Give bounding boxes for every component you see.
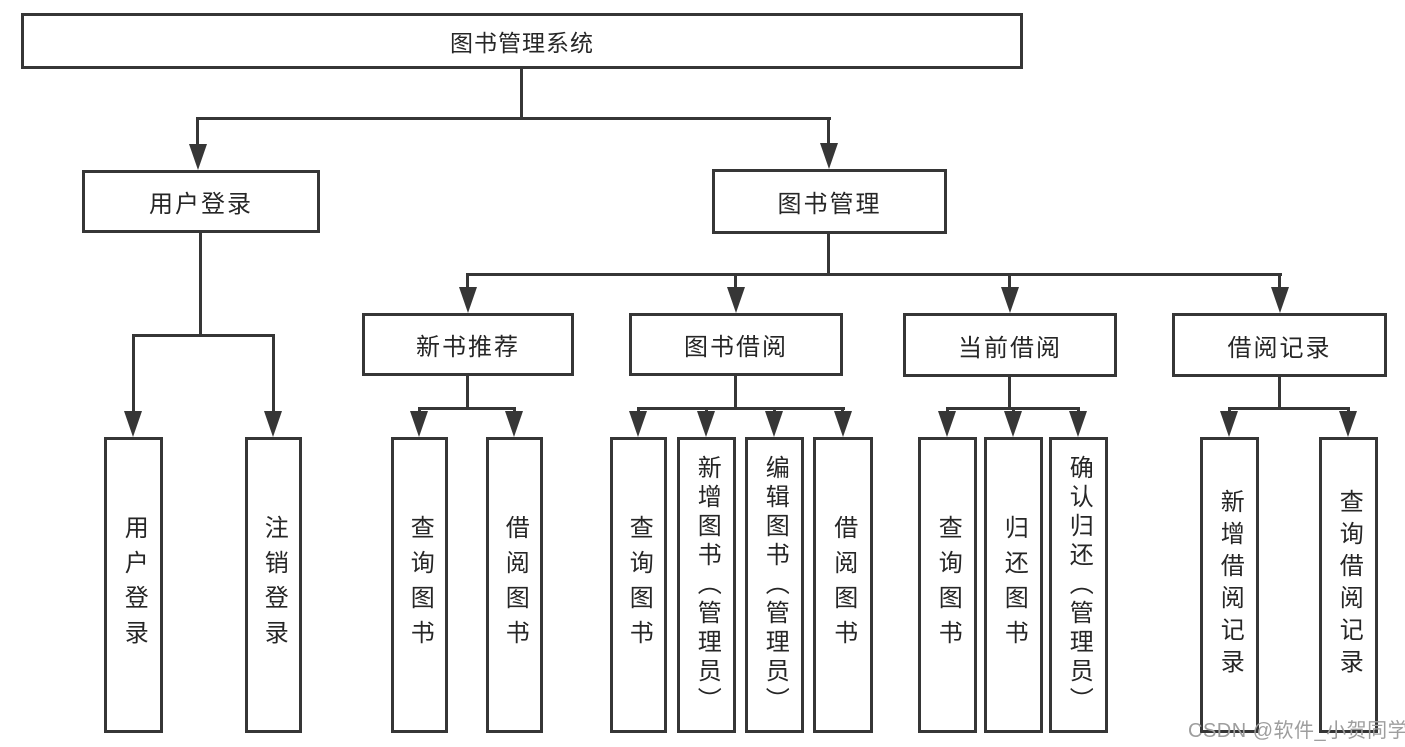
box-borrow-record: 借阅记录 [1172,313,1387,377]
leaf-add-books-admin: 新增图书（管理员） [677,437,736,733]
leaf-query-books-recommend: 查询图书 [391,437,448,733]
arrowhead-down-icon [1220,411,1238,437]
connector-line [418,407,516,410]
leaf-label: 用户登录 [120,515,148,655]
arrowhead-down-icon [938,411,956,437]
arrowhead-down-icon [629,411,647,437]
leaf-borrow-books: 借阅图书 [813,437,873,733]
connector-line [466,273,469,290]
box-book-borrow-label: 图书借阅 [684,334,788,361]
leaf-label: 确认归还（管理员） [1065,454,1093,716]
connector-line [272,334,275,414]
connector-line [637,407,845,410]
box-new-book-recommend-label: 新书推荐 [416,334,520,361]
leaf-edit-books-admin: 编辑图书（管理员） [745,437,804,733]
leaf-query-books-current: 查询图书 [918,437,977,733]
leaf-query-books-borrow: 查询图书 [610,437,667,733]
box-book-management: 图书管理 [712,169,947,234]
connector-line [196,117,199,147]
leaf-label: 查询图书 [406,515,434,655]
box-current-borrow-label: 当前借阅 [958,334,1062,362]
leaf-label: 查询借阅记录 [1335,489,1363,681]
leaf-label: 查询图书 [934,515,962,655]
connector-line [520,69,523,119]
box-book-borrow: 图书借阅 [629,313,843,376]
leaf-return-books: 归还图书 [984,437,1043,733]
leaf-label: 借阅图书 [829,515,857,655]
arrowhead-down-icon [1339,411,1357,437]
connector-line [827,234,830,275]
arrowhead-down-icon [189,144,207,170]
connector-line [199,233,202,336]
connector-line [466,376,469,409]
box-borrow-record-label: 借阅记录 [1227,334,1332,362]
box-book-management-label: 图书管理 [777,191,882,218]
connector-line [1278,273,1281,290]
leaf-add-borrow-record: 新增借阅记录 [1200,437,1259,733]
leaf-logout: 注销登录 [245,437,302,733]
box-new-book-recommend: 新书推荐 [362,313,574,376]
arrowhead-down-icon [459,287,477,313]
csdn-watermark: CSDN @软件_小贺同学 [1188,720,1405,742]
leaf-label: 借阅图书 [501,515,529,655]
leaf-query-borrow-record: 查询借阅记录 [1319,437,1378,733]
connector-line [1008,273,1011,290]
leaf-borrow-books-recommend: 借阅图书 [486,437,543,733]
leaf-label: 归还图书 [1000,515,1028,655]
box-current-borrow: 当前借阅 [903,313,1117,377]
arrowhead-down-icon [1004,411,1022,437]
leaf-label: 注销登录 [260,515,288,655]
connector-line [1278,377,1281,409]
arrowhead-down-icon [124,411,142,437]
connector-line [1228,407,1350,410]
arrowhead-down-icon [505,411,523,437]
connector-line [132,334,135,414]
leaf-label: 新增图书（管理员） [693,454,721,716]
connector-line [734,376,737,409]
arrowhead-down-icon [1271,287,1289,313]
arrowhead-down-icon [820,143,838,169]
connector-line [1008,377,1011,409]
box-user-login: 用户登录 [82,170,320,233]
connector-line [827,117,830,146]
arrowhead-down-icon [264,411,282,437]
connector-line [197,117,831,120]
leaf-label: 新增借阅记录 [1216,489,1244,681]
leaf-label: 编辑图书（管理员） [761,454,789,716]
arrowhead-down-icon [765,411,783,437]
root-label: 图书管理系统 [450,30,594,56]
leaf-label: 查询图书 [625,515,653,655]
arrowhead-down-icon [727,287,745,313]
arrowhead-down-icon [697,411,715,437]
leaf-confirm-return-admin: 确认归还（管理员） [1049,437,1108,733]
box-user-login-label: 用户登录 [149,191,253,218]
arrowhead-down-icon [1001,287,1019,313]
arrowhead-down-icon [410,411,428,437]
arrowhead-down-icon [1069,411,1087,437]
root-box-library-system: 图书管理系统 [21,13,1023,69]
connector-line [734,273,737,290]
connector-line [466,273,1282,276]
leaf-user-login: 用户登录 [104,437,163,733]
connector-line [132,334,275,337]
arrowhead-down-icon [834,411,852,437]
